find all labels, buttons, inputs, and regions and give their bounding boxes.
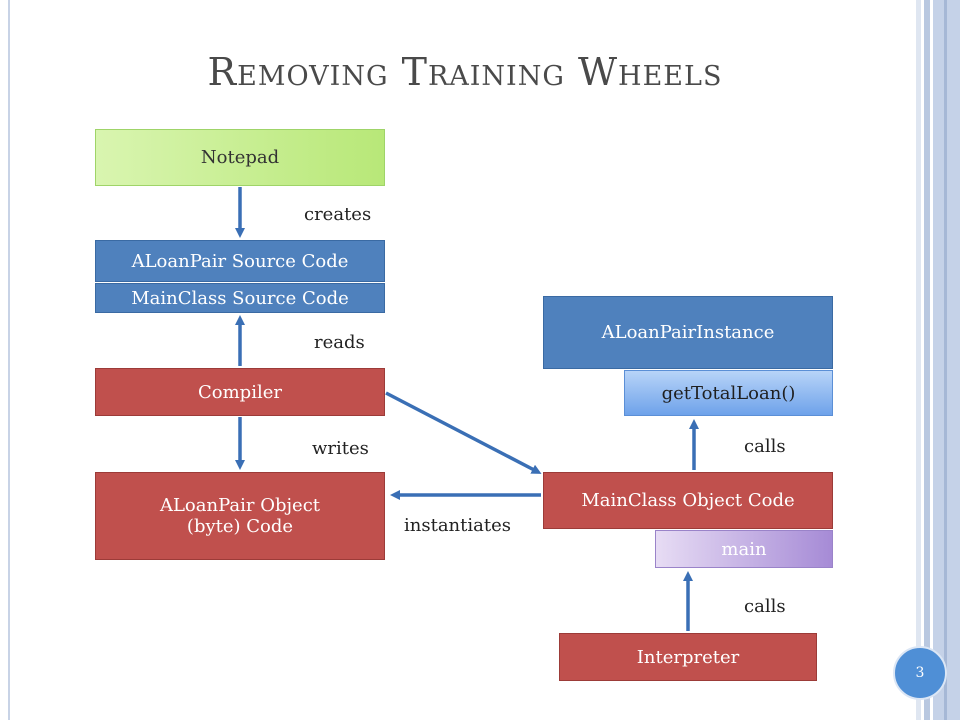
calls-label-top: calls	[744, 436, 786, 457]
interpreter-label: Interpreter	[636, 646, 740, 668]
decorative-bar	[924, 0, 930, 720]
arrow-compiler-to-mainclass	[385, 391, 542, 474]
instantiates-label: instantiates	[404, 515, 511, 536]
decorative-bar	[916, 0, 921, 720]
writes-label: writes	[312, 438, 369, 459]
slide-frame-left	[8, 0, 10, 720]
aloanpair-instance-label: ALoanPairInstance	[601, 322, 775, 343]
gettotalloan-label: getTotalLoan()	[661, 382, 796, 404]
compiler-box: Compiler	[95, 368, 385, 416]
page-number: 3	[915, 665, 925, 681]
slide-title: Removing Training Wheels	[207, 50, 723, 94]
aloanpair-object-box: ALoanPair Object (byte) Code	[95, 472, 385, 560]
notepad-label: Notepad	[200, 147, 280, 168]
creates-label: creates	[304, 204, 372, 225]
main-method-label: main	[721, 538, 767, 560]
decorative-bar-line	[944, 0, 947, 720]
mainclass-source-label: MainClass Source Code	[131, 287, 349, 309]
interpreter-box: Interpreter	[559, 633, 817, 681]
aloanpair-source-label: ALoanPair Source Code	[131, 250, 349, 272]
gettotalloan-box: getTotalLoan()	[624, 370, 833, 416]
main-method-box: main	[655, 530, 833, 568]
aloanpair-object-line2: (byte) Code	[186, 516, 294, 537]
aloanpair-source-box: ALoanPair Source Code	[95, 240, 385, 282]
mainclass-source-box: MainClass Source Code	[95, 283, 385, 313]
compiler-label: Compiler	[198, 381, 282, 403]
reads-label: reads	[314, 332, 365, 353]
calls-label-bottom: calls	[744, 596, 786, 617]
notepad-box: Notepad	[95, 129, 385, 186]
page-number-badge: 3	[893, 646, 947, 700]
aloanpair-object-line1: ALoanPair Object	[159, 495, 321, 516]
aloanpair-instance-box: ALoanPairInstance	[543, 296, 833, 369]
mainclass-object-box: MainClass Object Code	[543, 472, 833, 529]
mainclass-object-label: MainClass Object Code	[581, 490, 795, 511]
